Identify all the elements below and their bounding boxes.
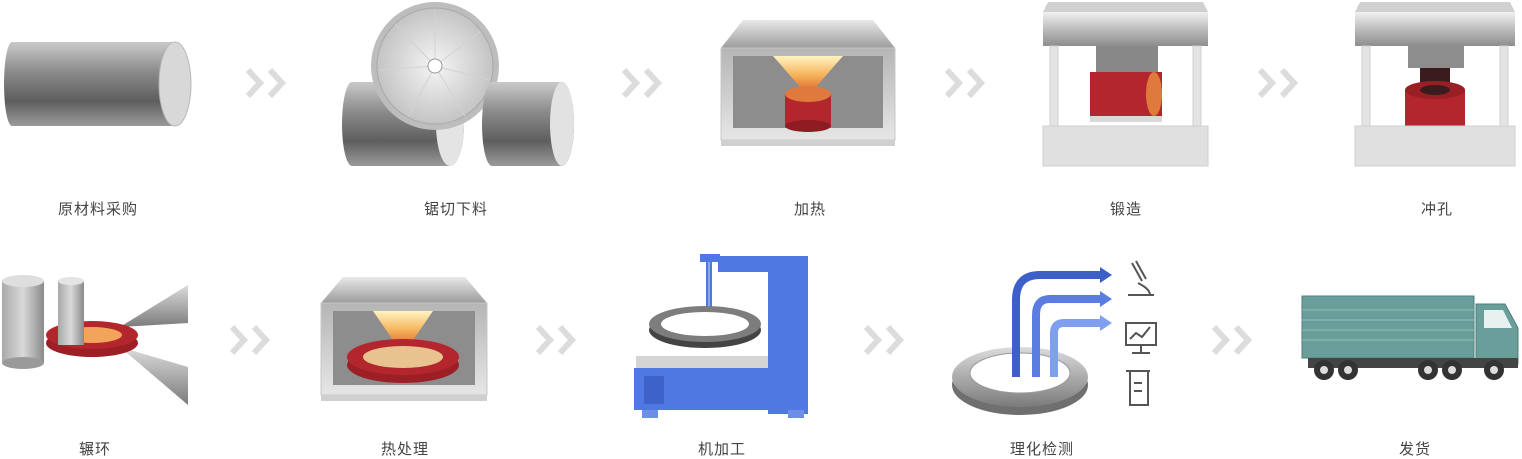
- delivery-truck-icon: [1301, 295, 1519, 380]
- chevron-right-icon: [246, 68, 287, 98]
- chevron-right-icon: [536, 325, 577, 355]
- step-label: 原材料采购: [57, 200, 138, 218]
- step-heat-treatment: 热处理: [315, 265, 495, 458]
- steel-bar-icon: [4, 41, 192, 127]
- heat-treatment-icon: [320, 277, 488, 401]
- chevron-right-icon: [230, 325, 271, 355]
- chevron-right-icon: [864, 325, 905, 355]
- punching-press-icon: [1354, 2, 1516, 167]
- step-inspection: 理化检测: [950, 255, 1170, 458]
- chevron-right-icon: [945, 68, 986, 98]
- chevron-right-icon: [622, 68, 663, 98]
- step-label: 热处理: [380, 440, 429, 458]
- inspection-icon: [952, 260, 1157, 415]
- step-punching: 冲孔: [1350, 0, 1522, 230]
- step-label: 机加工: [697, 440, 746, 458]
- step-saw-cutting: 锯切下料: [330, 0, 590, 230]
- step-machining: 机加工: [630, 250, 815, 458]
- step-label: 锻造: [1109, 200, 1142, 218]
- step-ring-rolling: 辗环: [0, 265, 200, 458]
- step-forging: 锻造: [1038, 0, 1213, 230]
- chevron-right-icon: [1258, 68, 1299, 98]
- step-label: 冲孔: [1420, 200, 1453, 218]
- forging-press-icon: [1042, 2, 1209, 167]
- step-label: 发货: [1398, 440, 1431, 458]
- ring-rolling-icon: [2, 275, 188, 405]
- machining-icon: [634, 254, 808, 418]
- saw-cutting-icon: [342, 2, 574, 166]
- step-label: 辗环: [78, 440, 111, 458]
- step-label: 加热: [793, 200, 826, 218]
- chevron-right-icon: [1212, 325, 1253, 355]
- heating-furnace-icon: [720, 20, 896, 146]
- step-heating: 加热: [715, 0, 905, 230]
- step-label: 理化检测: [1009, 440, 1074, 458]
- step-delivery: 发货: [1300, 290, 1522, 458]
- step-label: 锯切下料: [423, 200, 488, 218]
- step-raw-material: 原材料采购: [0, 0, 200, 230]
